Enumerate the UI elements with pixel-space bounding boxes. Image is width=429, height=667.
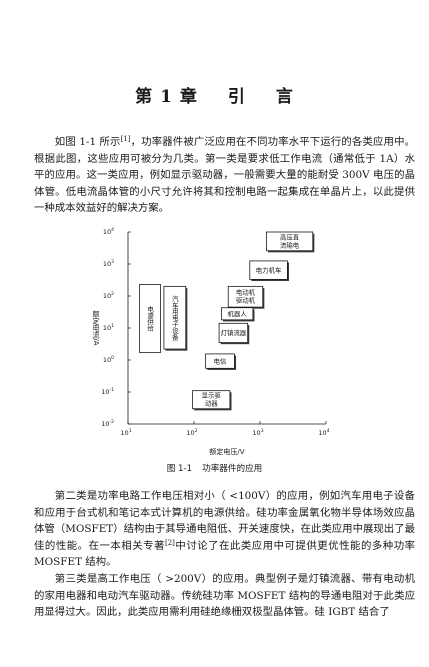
region-label: 电源供给	[146, 304, 154, 332]
figure-caption-number: 图 1-1	[166, 464, 193, 474]
body-paragraphs: 第二类是功率电路工作电压相对小（ <100V）的应用，例如汽车用电子设备和应用于…	[34, 488, 415, 621]
citation-2: [2]	[164, 538, 175, 547]
region-box	[205, 353, 235, 369]
region-box	[218, 322, 249, 343]
x-tick-label: 101	[120, 428, 131, 437]
y-tick-label: 103	[103, 259, 114, 268]
x-tick-label: 103	[252, 428, 263, 437]
paragraph-2-text-a: 第二类是功率电路工作电压相对小（ <100V）的应用，例如汽车用电子设备和应用于…	[34, 490, 415, 552]
region-box	[139, 284, 161, 354]
paragraph-2-text-b: 中讨论了在此类应用中可提供更优性能的多种功率 MOSFET 结构。	[34, 539, 415, 569]
region-label: 驱动机	[236, 296, 256, 305]
chapter-title: 第 1 章 引 言	[0, 82, 429, 107]
citation-1: [1]	[120, 135, 131, 143]
x-axis-label: 额定电压/V	[209, 447, 244, 456]
paragraph-2: 第二类是功率电路工作电压相对小（ <100V）的应用，例如汽车用电子设备和应用于…	[34, 488, 415, 571]
region-label: 汽车用电子设备	[171, 294, 179, 341]
chapter-title-char-2: 言	[275, 87, 294, 107]
region-label: 机器人	[228, 309, 248, 318]
x-tick-label: 102	[186, 428, 197, 437]
figure-caption-text: 功率器件的应用	[202, 464, 263, 474]
region-label: 显示驱	[202, 392, 222, 400]
region-box	[227, 285, 264, 308]
y-tick-label: 104	[103, 227, 114, 236]
paragraph-1-text-a: 如图 1-1 所示	[54, 136, 121, 148]
y-tick-label: 102	[103, 291, 114, 300]
y-tick-label: 10-1	[101, 387, 114, 396]
region-label: 高压直	[280, 232, 300, 241]
chapter-number: 第 1 章	[135, 87, 198, 107]
region-box	[265, 231, 314, 252]
region-label: 流输电	[280, 240, 300, 249]
paragraph-3: 第三类是高工作电压（ >200V）的应用。典型例子是灯镇流器、带有电动机的家用电…	[34, 572, 415, 619]
x-tick-label: 104	[318, 428, 329, 437]
paragraph-1-text-b: ，功率器件被广泛应用在不同功率水平下运行的各类应用中。根据此图，这些应用可被分为…	[34, 136, 415, 215]
region-label: 电动机	[236, 288, 256, 297]
paragraph-1: 如图 1-1 所示[1]，功率器件被广泛应用在不同功率水平下运行的各类应用中。根…	[34, 134, 415, 217]
intro-paragraph: 如图 1-1 所示[1]，功率器件被广泛应用在不同功率水平下运行的各类应用中。根…	[34, 134, 415, 217]
region-box	[249, 260, 288, 280]
region-label: 电力机车	[256, 265, 282, 274]
region-box	[192, 390, 231, 410]
region-box	[163, 285, 187, 350]
region-label: 灯镇流器	[221, 328, 247, 337]
y-tick-label: 10-2	[101, 419, 114, 428]
region-label: 动器	[205, 400, 218, 408]
y-axis-label: 额定电流/A	[92, 310, 100, 346]
region-box	[220, 307, 254, 321]
region-label: 电信	[214, 356, 227, 365]
figure-caption: 图 1-1 功率器件的应用	[0, 462, 429, 474]
y-tick-label: 101	[103, 323, 114, 332]
chapter-title-char-1: 引	[227, 87, 246, 107]
y-tick-label: 100	[103, 355, 114, 364]
